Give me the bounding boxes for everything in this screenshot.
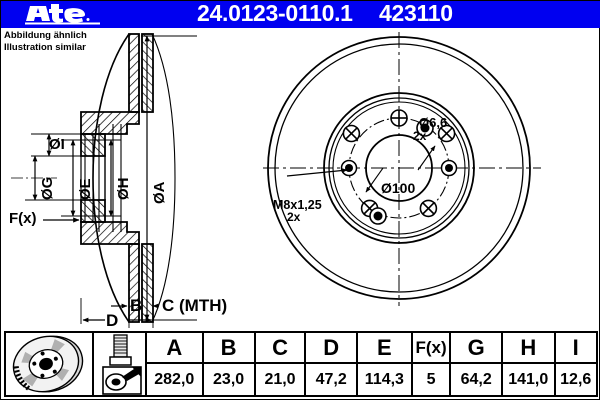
value-cell-B: 23,0 <box>204 364 256 395</box>
friction-ring-section-top <box>128 33 154 113</box>
center-lines <box>263 32 541 306</box>
specification-table: A B C D E F(x) G H I 282,0 23,0 21,0 47,… <box>4 331 598 397</box>
spec-grid: A B C D E F(x) G H I 282,0 23,0 21,0 47,… <box>147 333 596 395</box>
header-cell-D: D <box>306 333 358 362</box>
annotation-thread: M8x1,25 <box>273 198 322 212</box>
header-cell-Fx: F(x) <box>413 333 452 362</box>
spec-header-row: A B C D E F(x) G H I <box>147 333 596 364</box>
tools-icon-group <box>102 334 142 395</box>
value-cell-H: 141,0 <box>503 364 556 395</box>
disclaimer-line-en: Illustration similar <box>4 41 86 53</box>
annotation-dia-6-6-qty: 2x <box>413 129 427 143</box>
ate-logo <box>25 4 100 25</box>
dim-label-B: B <box>130 296 143 315</box>
dim-label-oI: ØI <box>49 136 65 153</box>
part-number: 24.0123-0110.1 <box>197 0 353 26</box>
wheel-stud-holes <box>342 109 456 218</box>
value-cell-D: 47,2 <box>306 364 358 395</box>
header-cell-E: E <box>358 333 413 362</box>
value-cell-I: 12,6 <box>560 370 592 388</box>
header-cell-B: B <box>204 333 256 362</box>
annotation-thread-qty: 2x <box>287 210 301 224</box>
dim-label-oH: ØH <box>115 177 132 201</box>
dim-label-fx: F(x) <box>9 210 37 227</box>
annotation-pcd: Ø100 <box>381 180 416 196</box>
illustration-disclaimer: Abbildung ähnlich Illustration similar <box>4 30 87 53</box>
bolt-icon <box>109 334 132 366</box>
torque-wrench-icon <box>102 366 142 395</box>
dimension-lines <box>11 35 197 321</box>
value-cell-C: 21,0 <box>256 364 307 395</box>
dim-label-oA: ØA <box>151 181 168 205</box>
spec-value-row: 282,0 23,0 21,0 47,2 114,3 5 64,2 141,0 … <box>147 364 596 395</box>
dim-label-oG: ØG <box>39 176 56 200</box>
face-view <box>263 32 541 306</box>
header-cell-G: G <box>451 333 503 362</box>
annotation-dia-6-6: Ø6,6 <box>419 115 448 130</box>
cross-section-view <box>11 33 197 328</box>
value-cell-E: 114,3 <box>358 364 413 395</box>
reference-number: 423110 <box>379 0 453 26</box>
fitting-tools-cell <box>94 333 147 395</box>
value-cell-A: 282,0 <box>147 364 204 395</box>
disclaimer-line-de: Abbildung ähnlich <box>4 30 87 41</box>
header-cell-H: H <box>503 333 556 362</box>
value-cell-Fx: 5 <box>413 364 452 395</box>
bottom-dimension-lines <box>80 298 159 328</box>
brake-disc-image-cell <box>6 333 94 395</box>
header-cell-A: A <box>147 333 204 362</box>
hub-hat-section <box>80 111 140 245</box>
brake-disc-icon <box>12 335 84 393</box>
dim-label-C: C (MTH) <box>162 296 228 315</box>
dia-6-6-holes <box>369 119 434 225</box>
dim-label-oE: ØE <box>77 178 94 200</box>
technical-drawing: ØI ØG ØE ØH ØA F(x) B C (MTH) D <box>1 28 600 330</box>
header-cell-C: C <box>256 333 307 362</box>
value-cell-G: 64,2 <box>451 364 503 395</box>
header-cell-I: I <box>572 334 579 360</box>
leader-lines <box>286 145 436 193</box>
dim-label-D: D <box>106 311 119 330</box>
header-banner: 24.0123-0110.1 423110 <box>1 0 600 28</box>
